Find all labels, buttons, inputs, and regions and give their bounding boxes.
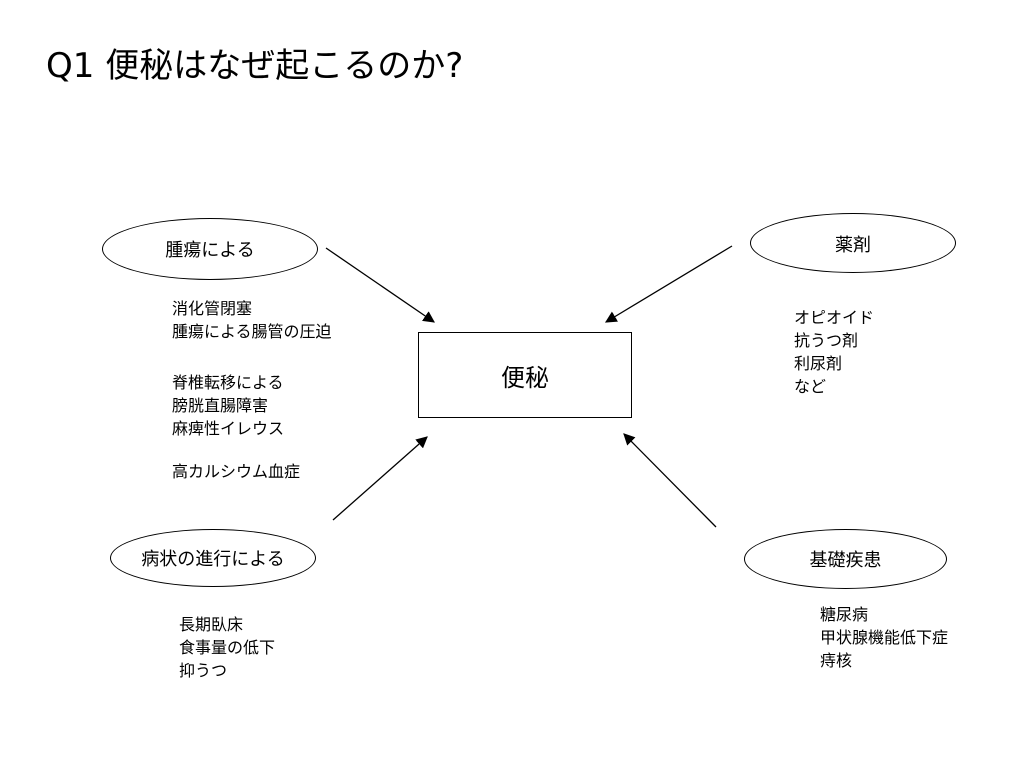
node-disease-label: 基礎疾患 bbox=[809, 550, 882, 571]
node-disease: 基礎疾患 bbox=[744, 529, 947, 589]
tumor-causes-group-3: 高カルシウム血症 bbox=[172, 460, 300, 483]
list-item: 糖尿病 bbox=[820, 605, 869, 624]
arrow-from-disease bbox=[623, 433, 717, 528]
list-item: 長期臥床 bbox=[179, 615, 244, 634]
list-item: 消化管閉塞 bbox=[172, 299, 253, 318]
center-node-label: 便秘 bbox=[501, 363, 549, 392]
list-item: など bbox=[794, 377, 827, 396]
list-item: 抑うつ bbox=[179, 661, 228, 680]
list-item: 痔核 bbox=[820, 651, 853, 670]
node-tumor: 腫瘍による bbox=[102, 218, 318, 280]
tumor-causes-group-1: 消化管閉塞 腫瘍による腸管の圧迫 bbox=[172, 297, 332, 343]
list-item: 甲状腺機能低下症 bbox=[820, 628, 949, 647]
node-drug-label: 薬剤 bbox=[835, 235, 871, 256]
arrow-from-tumor bbox=[325, 247, 435, 323]
list-item: 腫瘍による腸管の圧迫 bbox=[172, 322, 332, 341]
node-tumor-label: 腫瘍による bbox=[165, 240, 255, 261]
center-node-constipation: 便秘 bbox=[418, 332, 632, 418]
progress-causes: 長期臥床 食事量の低下 抑うつ bbox=[179, 613, 275, 682]
disease-causes: 糖尿病 甲状腺機能低下症 痔核 bbox=[820, 603, 948, 672]
tumor-causes-group-2: 脊椎転移による 膀胱直腸障害 麻痺性イレウス bbox=[172, 371, 284, 440]
list-item: 食事量の低下 bbox=[179, 638, 276, 657]
arrow-from-drug bbox=[604, 245, 733, 323]
node-drug: 薬剤 bbox=[750, 213, 956, 273]
list-item: 利尿剤 bbox=[794, 354, 843, 373]
list-item: 膀胱直腸障害 bbox=[172, 396, 269, 415]
page-title: Q1 便秘はなぜ起こるのか? bbox=[46, 46, 464, 86]
arrow-from-progress bbox=[332, 436, 428, 521]
node-progress: 病状の進行による bbox=[110, 529, 316, 587]
list-item: 麻痺性イレウス bbox=[172, 419, 285, 438]
list-item: 脊椎転移による bbox=[172, 373, 284, 392]
drug-causes: オピオイド 抗うつ剤 利尿剤 など bbox=[794, 306, 874, 398]
list-item: 高カルシウム血症 bbox=[172, 462, 301, 481]
list-item: 抗うつ剤 bbox=[794, 331, 859, 350]
node-progress-label: 病状の進行による bbox=[141, 549, 285, 570]
list-item: オピオイド bbox=[794, 308, 875, 327]
